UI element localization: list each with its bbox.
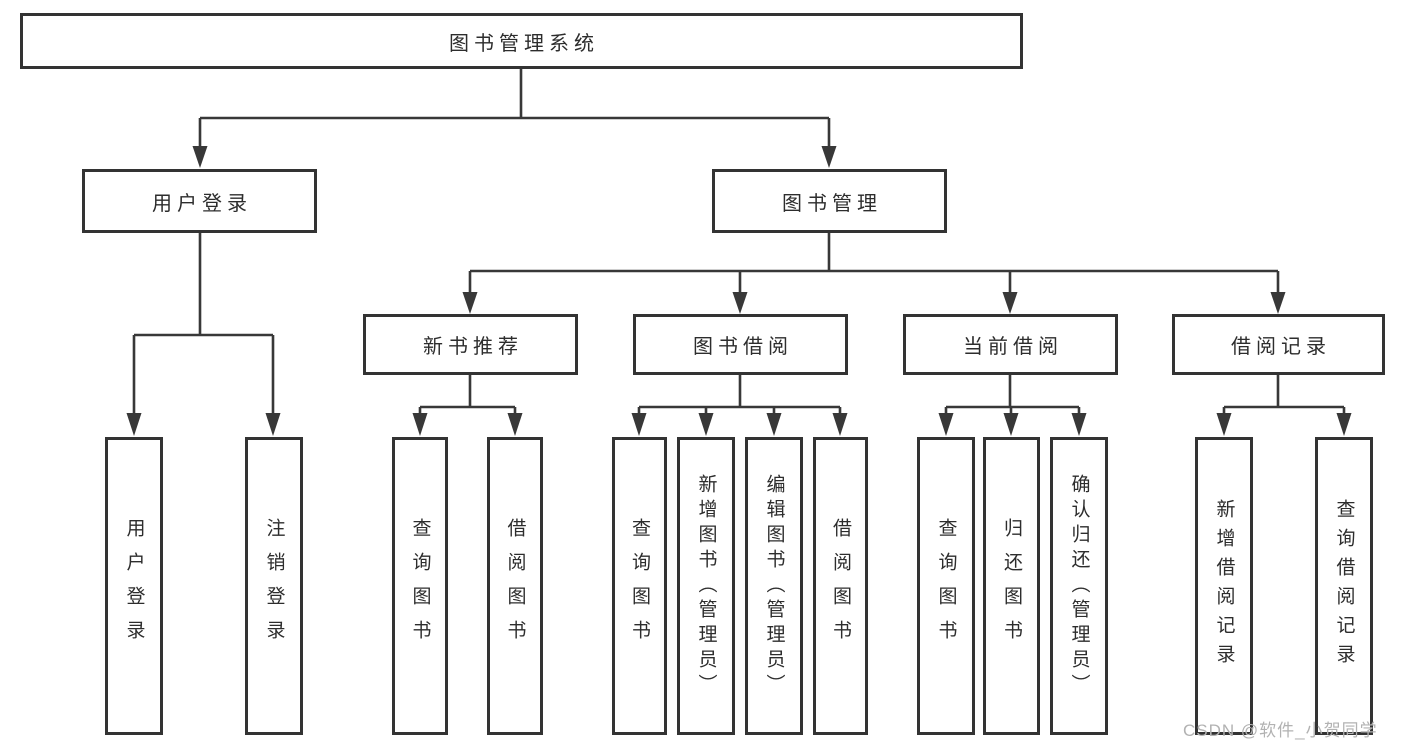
connector-borrow-records-children <box>1222 375 1346 415</box>
node-borrow-records: 借阅记录 <box>1172 314 1385 375</box>
connector-book-mgmt-children <box>468 233 1280 293</box>
node-book-management: 图书管理 <box>712 169 947 233</box>
node-cb-query-books: 查询图书 <box>917 437 975 735</box>
node-bb-query-books: 查询图书 <box>612 437 667 735</box>
node-bb-add-books-admin: 新增图书（管理员） <box>677 437 735 735</box>
connector-user-login-children <box>132 233 275 415</box>
connector-book-borrow-children <box>637 375 842 415</box>
node-nb-query-books: 查询图书 <box>392 437 448 735</box>
node-cb-confirm-return-admin: 确认归还（管理员） <box>1050 437 1108 735</box>
connector-root-stem <box>198 69 831 147</box>
node-root: 图书管理系统 <box>20 13 1023 69</box>
node-bb-edit-books-admin: 编辑图书（管理员） <box>745 437 803 735</box>
node-new-book-recommend: 新书推荐 <box>363 314 578 375</box>
arrowheads <box>126 146 1352 436</box>
connector-current-borrow-children <box>944 375 1081 415</box>
node-current-borrowing: 当前借阅 <box>903 314 1118 375</box>
node-br-query-record: 查询借阅记录 <box>1315 437 1373 735</box>
csdn-watermark: CSDN @软件_小贺同学 <box>1183 721 1378 740</box>
node-user-login: 用户登录 <box>82 169 317 233</box>
node-user-login-leaf: 用户登录 <box>105 437 163 735</box>
node-br-add-record: 新增借阅记录 <box>1195 437 1253 735</box>
node-logout: 注销登录 <box>245 437 303 735</box>
node-bb-borrow-books: 借阅图书 <box>813 437 868 735</box>
node-book-borrowing: 图书借阅 <box>633 314 848 375</box>
node-cb-return-books: 归还图书 <box>983 437 1040 735</box>
connector-new-book-children <box>418 375 517 415</box>
node-nb-borrow-books: 借阅图书 <box>487 437 543 735</box>
